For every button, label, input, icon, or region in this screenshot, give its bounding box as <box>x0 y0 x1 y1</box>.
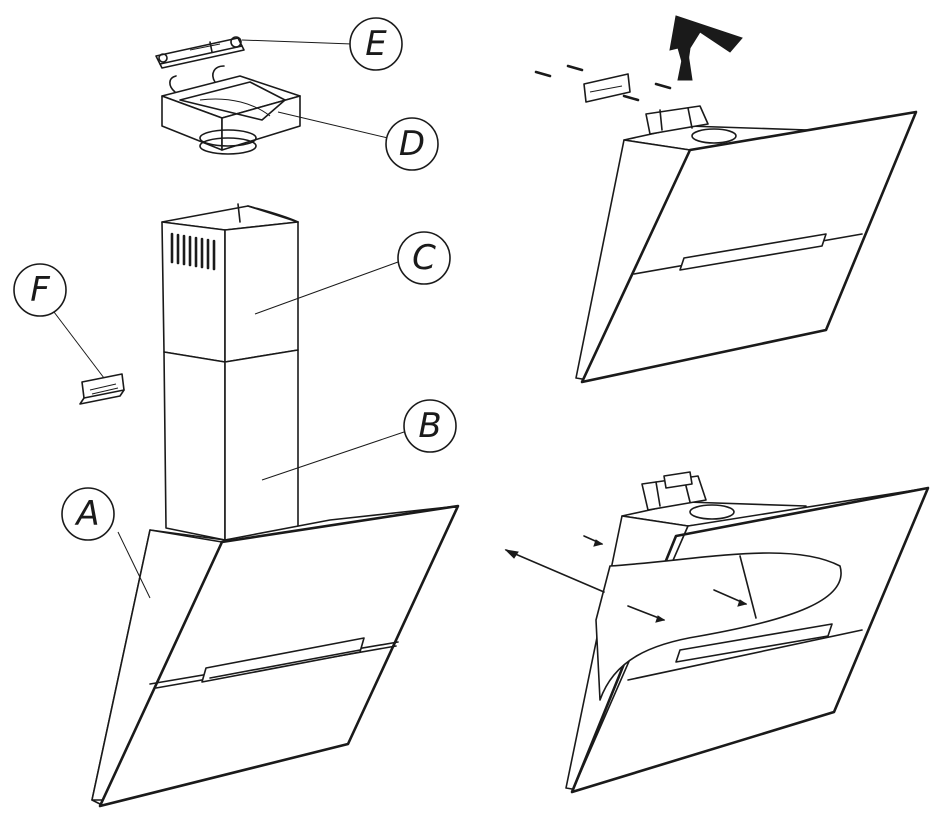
part-d-plenum-box <box>161 65 301 155</box>
step-2-hood-bottom-right <box>504 471 930 794</box>
callout-b: B <box>403 399 457 453</box>
part-b-lower-chimney <box>163 349 299 541</box>
callout-e: E <box>349 17 403 71</box>
callout-a: A <box>61 487 115 541</box>
callout-f-label: F <box>30 270 50 310</box>
lift-arrow-icon <box>669 15 743 81</box>
step-1-hood-top-right <box>575 105 918 384</box>
callout-d-label: D <box>399 124 425 164</box>
callout-f: F <box>13 263 67 317</box>
part-c-upper-chimney <box>161 203 299 363</box>
callout-c: C <box>397 231 451 285</box>
callout-a-label: A <box>74 494 99 534</box>
part-f-clip <box>79 373 125 405</box>
step-1-bracket <box>534 64 672 103</box>
callout-d: D <box>385 117 439 171</box>
part-e-bracket <box>155 36 245 69</box>
part-a-hood-body <box>91 504 460 808</box>
callout-b-label: B <box>418 406 441 446</box>
vent-slots <box>170 232 216 271</box>
leader-lines <box>53 39 405 599</box>
callout-e-label: E <box>365 24 387 64</box>
callout-c-label: C <box>412 238 436 278</box>
